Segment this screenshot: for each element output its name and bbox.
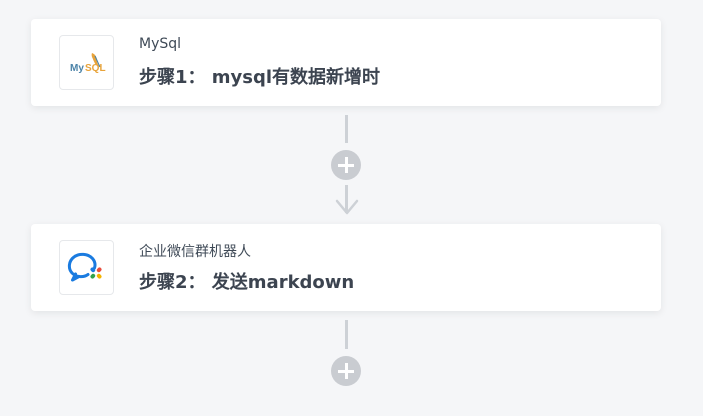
wecom-robot-icon <box>59 240 114 295</box>
svg-text:SQL: SQL <box>85 63 106 74</box>
connector-line-top <box>345 115 348 143</box>
add-step-button-1[interactable] <box>331 150 361 180</box>
connector-line-bottom <box>345 185 348 213</box>
add-step-button-2[interactable] <box>331 356 361 386</box>
step-1-title: 步骤1： mysql有数据新增时 <box>139 67 381 88</box>
step-1-app-name: MySql <box>139 36 182 52</box>
step-card-1[interactable]: My SQL MySql 步骤1： mysql有数据新增时 <box>31 19 661 106</box>
mysql-icon: My SQL <box>59 35 114 90</box>
step-2-title: 步骤2： 发送markdown <box>139 272 355 293</box>
connector-line-end <box>345 320 348 349</box>
svg-text:My: My <box>70 63 84 74</box>
step-card-2[interactable]: 企业微信群机器人 步骤2： 发送markdown <box>31 224 661 311</box>
step-2-app-name: 企业微信群机器人 <box>139 244 251 260</box>
arrow-down-icon <box>335 199 359 215</box>
